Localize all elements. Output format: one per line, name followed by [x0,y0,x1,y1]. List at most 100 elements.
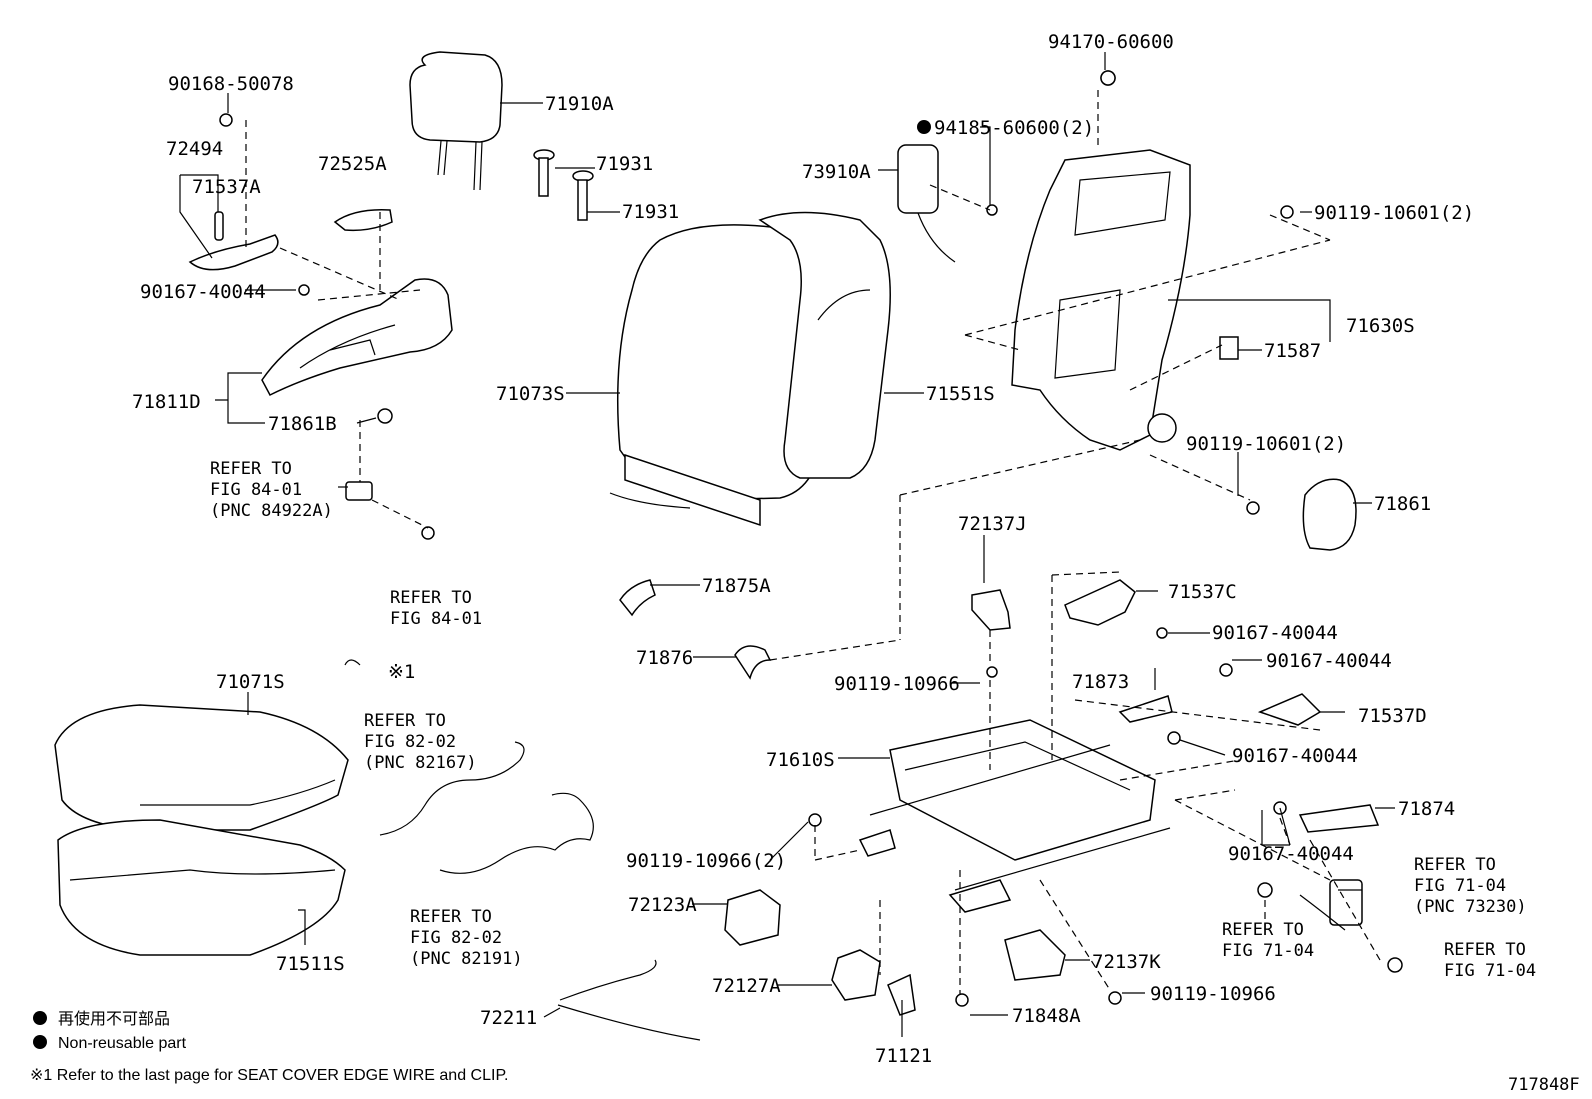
label-90167-40044-left: 90167-40044 [140,281,266,303]
label-72127a: 72127A [712,975,781,997]
label-71587: 71587 [1264,340,1321,362]
label-90119-10966-c: 90119-10966 [1150,983,1276,1005]
svg-text:REFER TO: REFER TO [1414,855,1496,875]
ref-fig-84-01[interactable]: REFER TO FIG 84-01 [390,588,482,629]
ref-fig-71-04-a[interactable]: REFER TO FIG 71-04 [1222,920,1314,961]
label-90167-40044-d: 90167-40044 [1232,745,1358,767]
label-71861: 71861 [1374,493,1431,515]
recliner-cover-drawing [1302,478,1357,551]
part-labels: 90168-50078 72494 71537A 72525A 71910A 7… [132,31,1474,1067]
legend: 再使用不可部品 Non-reusable part ※1 Refer to th… [30,1010,509,1084]
headrest-guide-drawing [533,149,594,221]
svg-text:FIG 71-04: FIG 71-04 [1414,876,1506,896]
label-71073s: 71073S [496,383,565,405]
svg-text:FIG 71-04: FIG 71-04 [1444,961,1536,981]
label-90167-40044-e: 90167-40044 [1228,843,1354,865]
wire-harness-drawing [379,741,701,1041]
side-airbag-drawing [897,144,998,263]
seat-cushion-drawing [54,704,349,956]
ref-fig-82-02-pnc-82191[interactable]: REFER TO FIG 82-02 (PNC 82191) [410,907,523,969]
label-71610s: 71610S [766,749,835,771]
legend-note1: ※1 Refer to the last page for SEAT COVER… [30,1067,509,1084]
label-71537a: 71537A [192,176,261,198]
cover-72137j-drawing [971,589,1011,678]
svg-text:REFER TO: REFER TO [390,588,472,608]
label-71071s: 71071S [216,671,285,693]
seatback-frame-drawing [1011,70,1294,515]
label-71121: 71121 [875,1045,932,1067]
lower-covers-drawing [724,889,1122,1016]
svg-text:FIG 82-02: FIG 82-02 [410,928,502,948]
label-71537d: 71537D [1358,705,1427,727]
legend-dot-jp [33,1011,47,1025]
leader-lines [179,52,1395,1037]
rail-cover-brackets-drawing [1064,579,1380,833]
label-71875a: 71875A [702,575,771,597]
label-71876: 71876 [636,647,693,669]
svg-text:REFER TO: REFER TO [1444,940,1526,960]
fasteners-drawing [344,70,1116,666]
label-71551s: 71551S [926,383,995,405]
svg-text:FIG 84-01: FIG 84-01 [210,480,302,500]
label-71873: 71873 [1072,671,1129,693]
label-90119-10601-lower: 90119-10601(2) [1186,433,1346,455]
label-72211: 72211 [480,1007,537,1029]
hook-parts-drawing [619,579,772,680]
label-71848a: 71848A [1012,1005,1081,1027]
label-94170-60600: 94170-60600 [1048,31,1174,53]
seat-adjuster-drawing [808,719,1171,913]
svg-text:REFER TO: REFER TO [210,459,292,479]
diagram-id: 717848F [1508,1075,1580,1095]
label-90119-10966-a: 90119-10966 [834,673,960,695]
svg-text:(PNC 73230): (PNC 73230) [1414,897,1527,917]
label-71511s: 71511S [276,953,345,975]
label-note1-mark: ※1 [388,661,415,683]
label-71811d: 71811D [132,391,201,413]
label-71861b: 71861B [268,413,337,435]
label-71931-lower: 71931 [622,201,679,223]
label-71931-upper: 71931 [596,153,653,175]
legend-dot-en [33,1035,47,1049]
svg-text:FIG 82-02: FIG 82-02 [364,732,456,752]
ref-fig-82-02-pnc-82167[interactable]: REFER TO FIG 82-02 (PNC 82167) [364,711,477,773]
label-72525a: 72525A [318,153,387,175]
side-shield-drawing [261,278,453,540]
cover-72525a-drawing [333,209,393,232]
svg-text:REFER TO: REFER TO [410,907,492,927]
label-72137j: 72137J [958,513,1027,535]
svg-text:REFER TO: REFER TO [1222,920,1304,940]
legend-jp: 再使用不可部品 [58,1010,170,1028]
label-71537c: 71537C [1168,581,1237,603]
legend-en: Non-reusable part [58,1035,187,1052]
svg-text:(PNC 82191): (PNC 82191) [410,949,523,969]
ref-fig-71-04-b[interactable]: REFER TO FIG 71-04 [1444,940,1536,981]
svg-text:FIG 84-01: FIG 84-01 [390,609,482,629]
label-73910a: 73910A [802,161,871,183]
label-71874: 71874 [1398,798,1455,820]
label-90168-50078: 90168-50078 [168,73,294,95]
label-72494: 72494 [166,138,223,160]
svg-text:(PNC 82167): (PNC 82167) [364,753,477,773]
label-72123a: 72123A [628,894,697,916]
label-71910a: 71910A [545,93,614,115]
label-90167-40044-c2: 90167-40044 [1266,650,1392,672]
assembly-lines [245,90,1381,995]
reference-notes[interactable]: REFER TO FIG 84-01 (PNC 84922A) REFER TO… [210,459,1536,981]
svg-text:FIG 71-04: FIG 71-04 [1222,941,1314,961]
headrest-drawing [409,51,503,191]
cover-clip-drawing [188,113,279,271]
label-71630s: 71630S [1346,315,1415,337]
seatback-pad-drawing [609,224,829,527]
label-90119-10966-b: 90119-10966(2) [626,850,786,872]
label-90119-10601-upper: 90119-10601(2) [1314,202,1474,224]
label-72137k: 72137K [1092,951,1161,973]
svg-text:REFER TO: REFER TO [364,711,446,731]
label-90167-40044-c1: 90167-40044 [1212,622,1338,644]
ref-fig-84-01-pnc-84922a[interactable]: REFER TO FIG 84-01 (PNC 84922A) [210,459,333,521]
non-reusable-marker [917,120,931,134]
svg-text:(PNC 84922A): (PNC 84922A) [210,501,333,521]
label-94185-60600: 94185-60600(2) [934,117,1094,139]
ref-fig-71-04-pnc-73230[interactable]: REFER TO FIG 71-04 (PNC 73230) [1414,855,1527,917]
seatback-cover-drawing [758,211,891,479]
